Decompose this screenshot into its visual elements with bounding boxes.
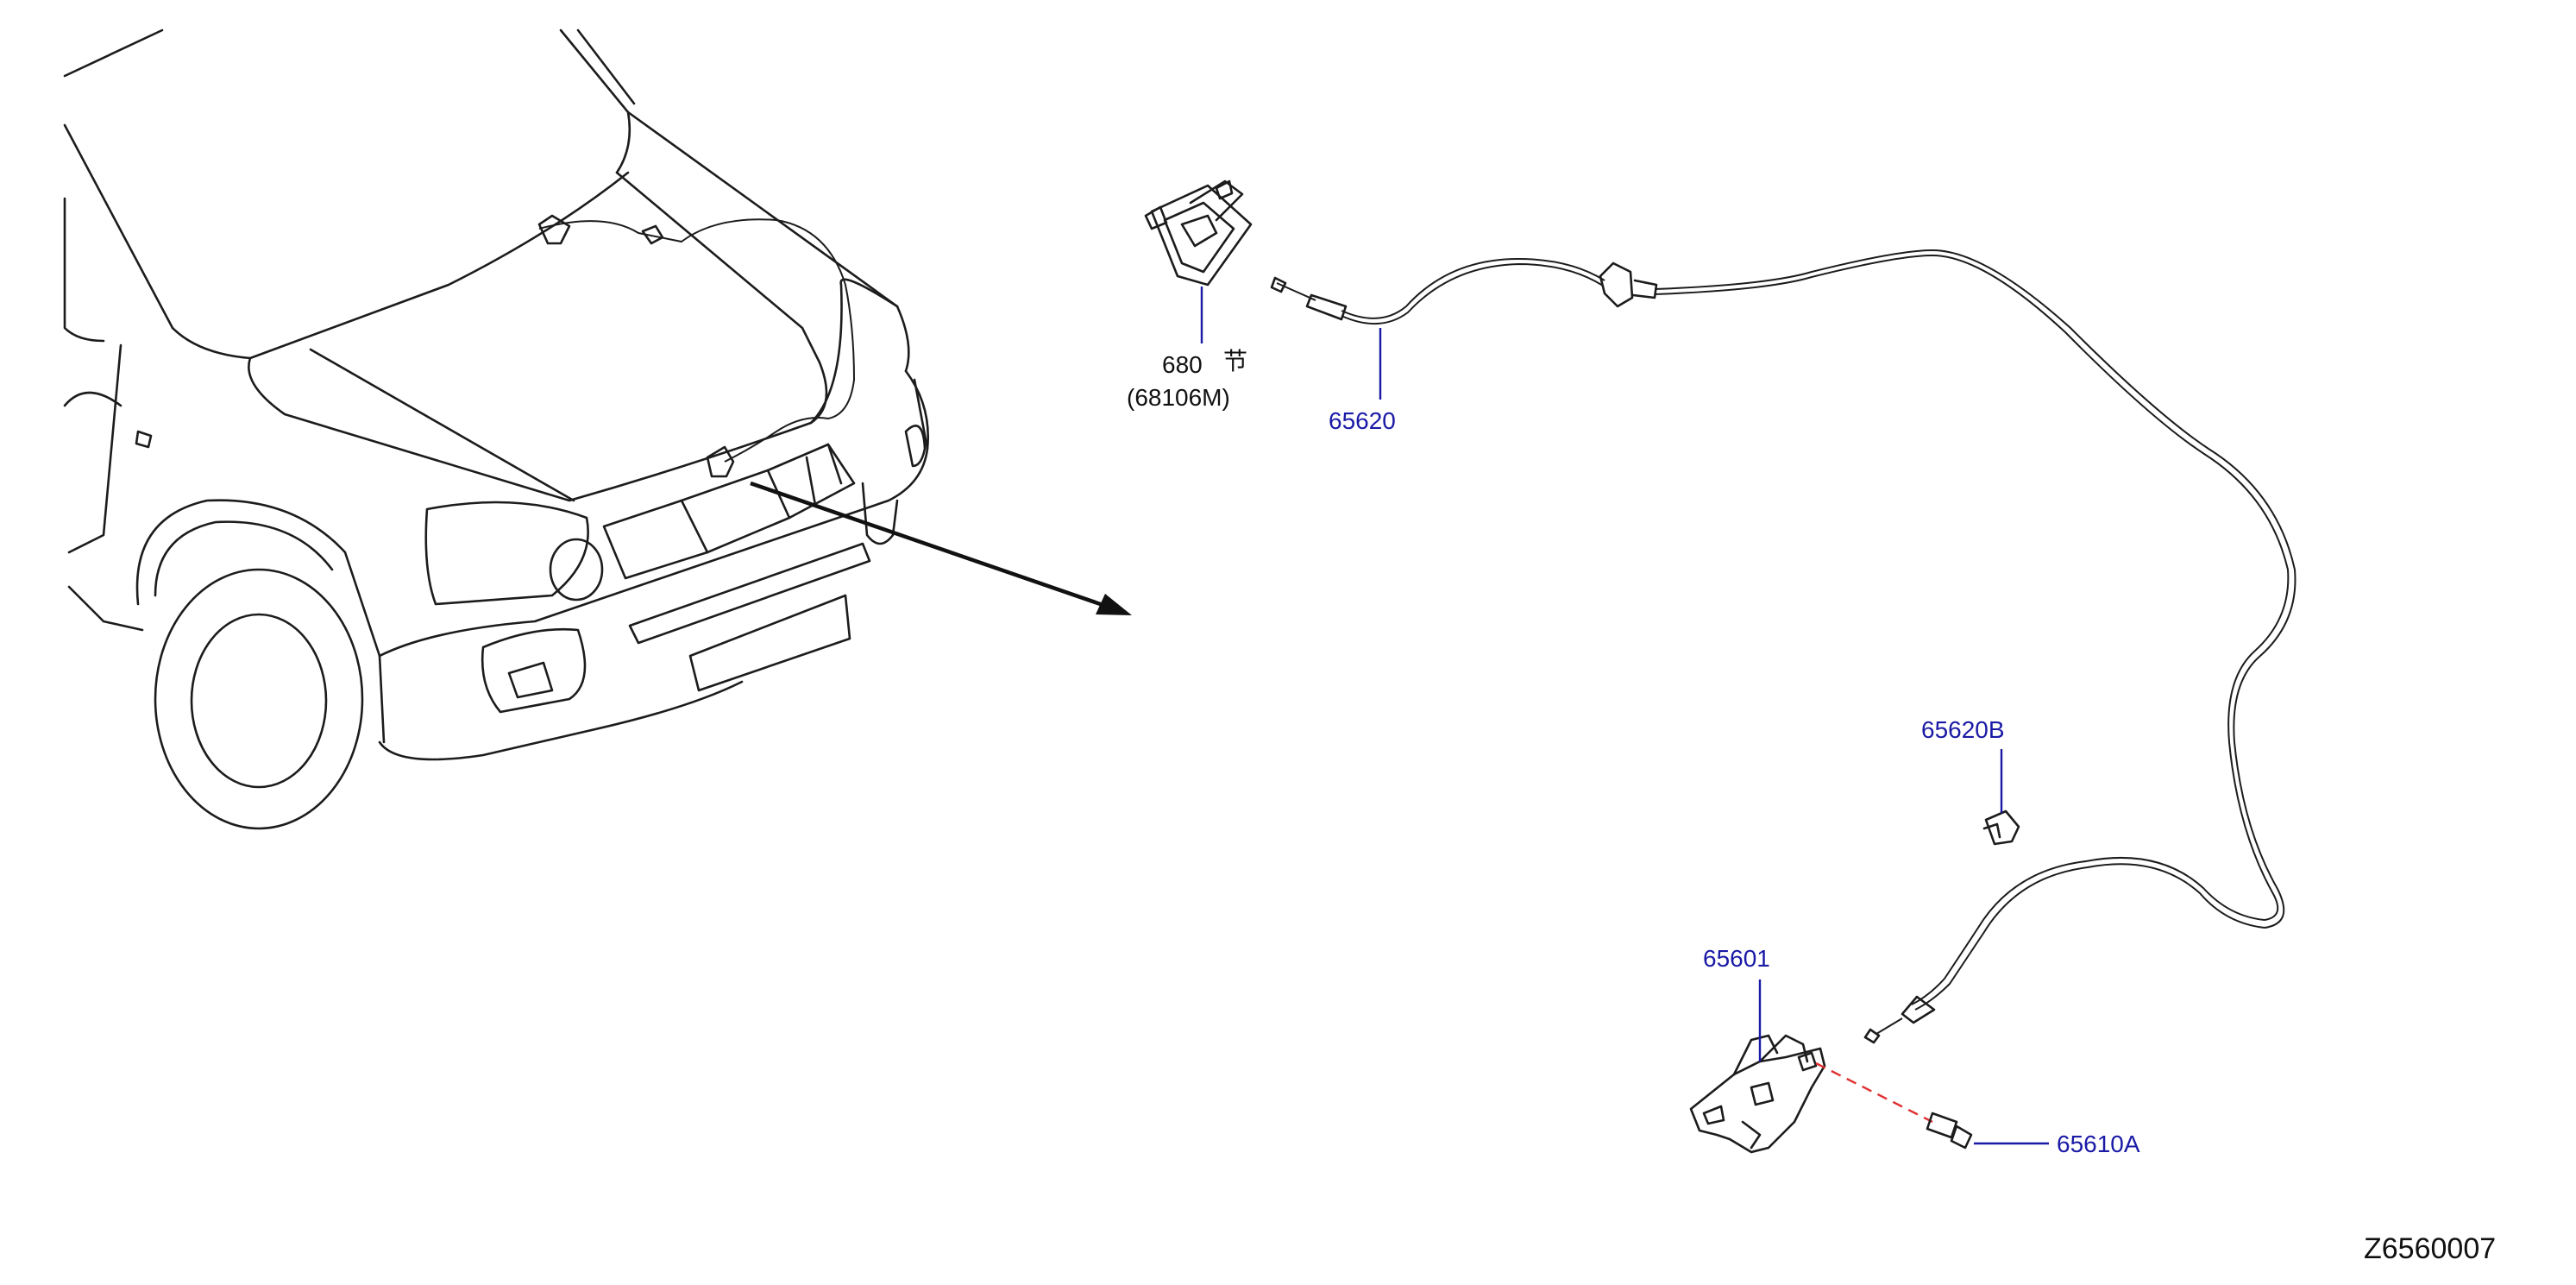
vehicle-front-illustration <box>63 28 929 830</box>
label-65620[interactable]: 65620 <box>1329 407 1396 434</box>
hood-latch-part <box>1689 979 1826 1154</box>
part-labels: 680 节 (68106M) 65620 65620B 65601 65610A… <box>1127 348 2496 1265</box>
hood-release-cable <box>1270 249 2296 1044</box>
release-handle-part <box>1144 180 1253 343</box>
latch-bolt-part <box>1815 1061 2049 1150</box>
label-680-extra: 节 <box>1223 348 1247 375</box>
label-68106m: (68106M) <box>1127 384 1230 411</box>
label-65601[interactable]: 65601 <box>1703 945 1770 972</box>
diagram-id: Z6560007 <box>2364 1232 2496 1265</box>
label-680: 680 <box>1162 351 1203 378</box>
label-65610a[interactable]: 65610A <box>2057 1131 2140 1157</box>
detail-arrow <box>750 481 1132 615</box>
label-65620b[interactable]: 65620B <box>1921 716 2005 743</box>
cable-clip-part <box>1982 749 2020 846</box>
